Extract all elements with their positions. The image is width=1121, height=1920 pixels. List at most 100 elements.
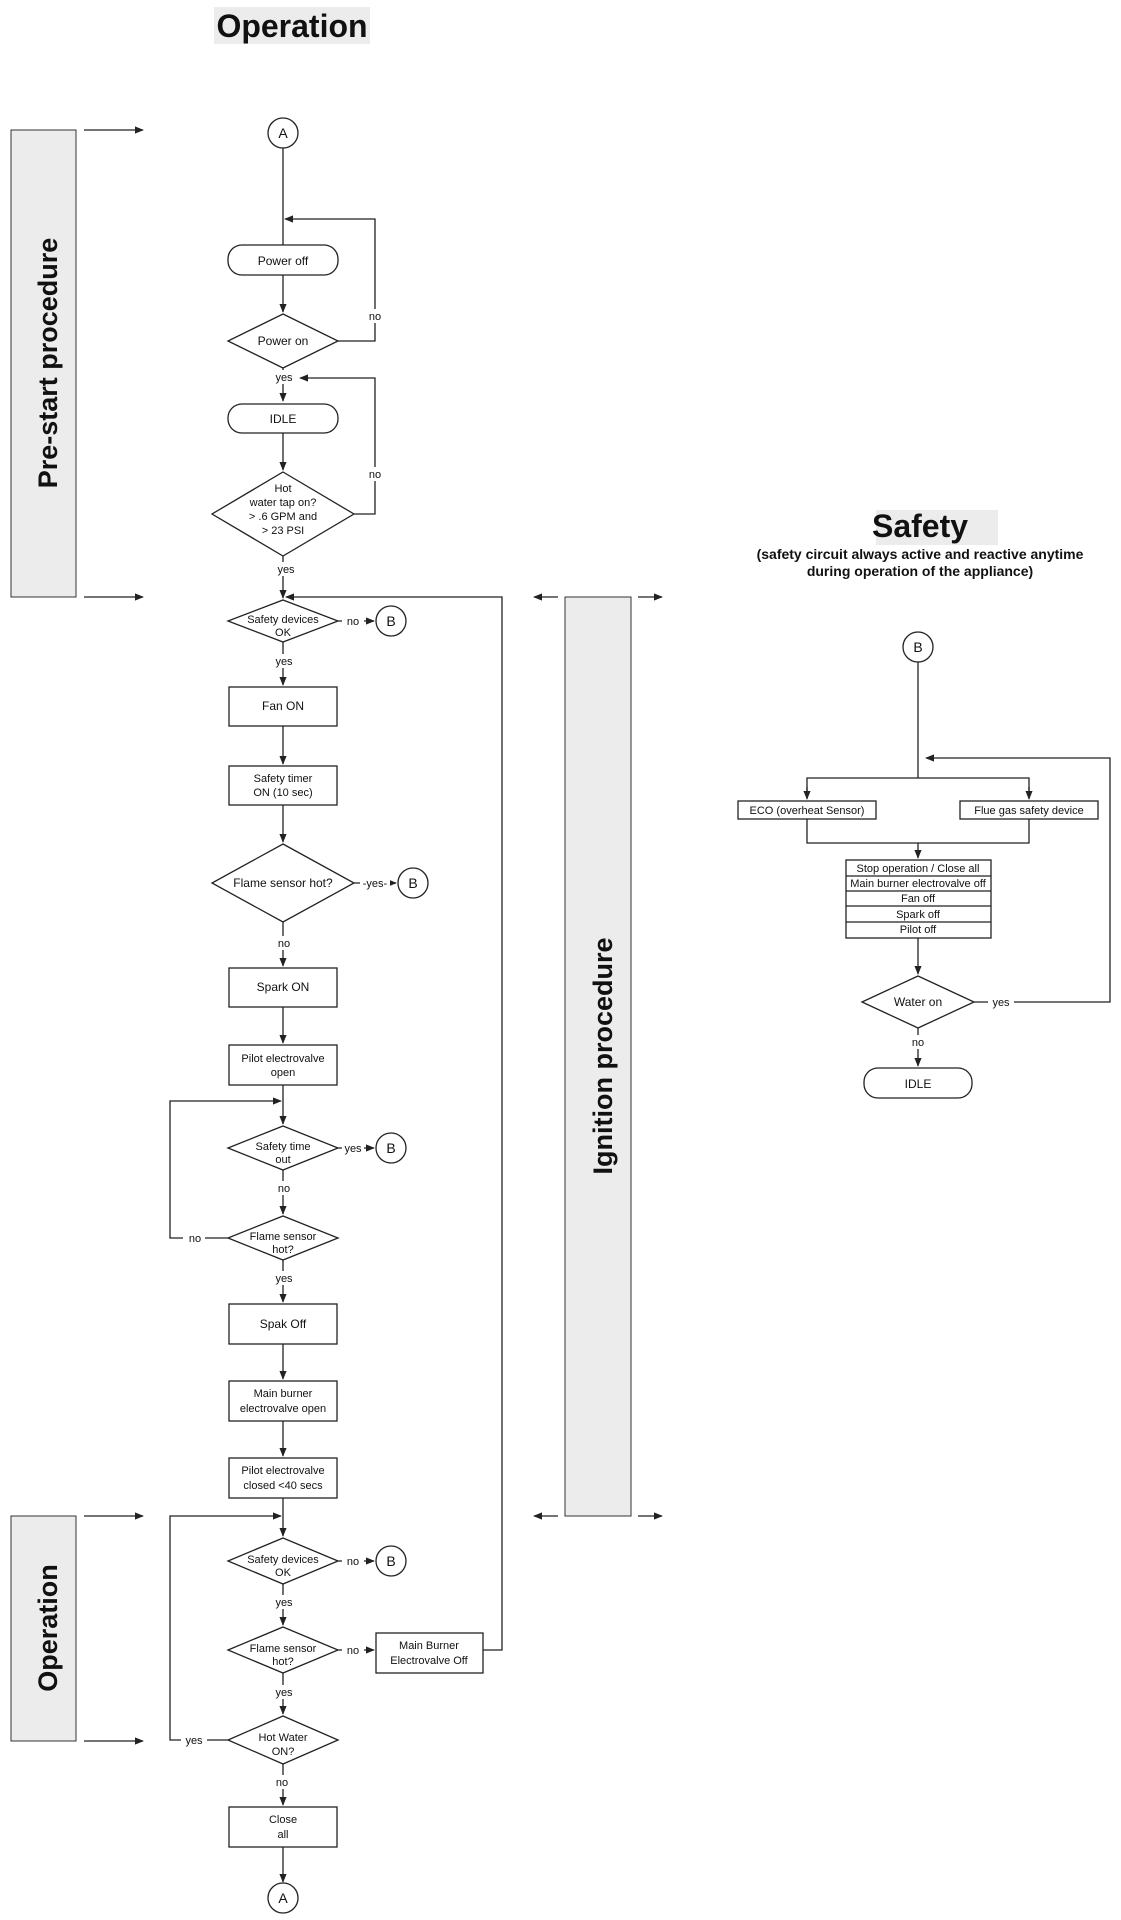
node-flame-sensor-3: Flame sensor hot?: [226, 1626, 340, 1674]
svg-text:Pilot electrovalve: Pilot electrovalve: [241, 1465, 324, 1477]
node-safety-devices-2: Safety devices OK: [226, 1537, 340, 1585]
label-yes-flame-3: yes: [275, 1687, 293, 1699]
band-ignition: Ignition procedure: [533, 593, 663, 1520]
node-spark-off: Spak Off: [228, 1303, 338, 1345]
label-yes-timeout: yes: [344, 1143, 362, 1155]
node-spark-on: Spark ON: [228, 967, 338, 1008]
node-flame-sensor-1: Flame sensor hot?: [210, 843, 356, 923]
node-stop-list: Stop operation / Close all Main burner e…: [845, 859, 992, 939]
node-safety-idle: IDLE: [863, 1067, 973, 1099]
node-safety-timer: Safety timer ON (10 sec): [228, 765, 338, 806]
label-no-safety-2: no: [347, 1556, 359, 1568]
band-operation: Operation: [10, 1512, 144, 1745]
node-fan-on: Fan ON: [228, 686, 338, 727]
safety-title-background: [876, 510, 998, 545]
svg-text:Safety timer: Safety timer: [254, 773, 313, 785]
svg-text:Electrovalve Off: Electrovalve Off: [390, 1655, 468, 1667]
safety-subtitle-line-2: during operation of the appliance): [807, 563, 1033, 579]
svg-text:Safety devices: Safety devices: [247, 1554, 319, 1566]
connector-b-safety-1: B: [375, 605, 407, 637]
node-pilot-closed: Pilot electrovalve closed <40 secs: [228, 1457, 338, 1499]
band-ignition-label: Ignition procedure: [588, 937, 618, 1174]
label-no-hot-tap: no: [369, 469, 381, 481]
svg-text:Flame sensor hot?: Flame sensor hot?: [233, 876, 333, 890]
label-no-water-on: no: [912, 1037, 924, 1049]
svg-text:Main burner: Main burner: [254, 1388, 313, 1400]
edge-power-on-no-loop: [284, 215, 376, 342]
node-water-on: Water on: [860, 975, 976, 1029]
svg-text:ON (10 sec): ON (10 sec): [253, 787, 312, 799]
svg-text:> 23 PSI: > 23 PSI: [262, 525, 305, 537]
label-yes-hot-water: yes: [185, 1735, 203, 1747]
svg-text:B: B: [386, 1553, 395, 1569]
edge-water-yes-loop: [925, 754, 1111, 1003]
svg-text:hot?: hot?: [272, 1656, 293, 1668]
svg-text:Spak Off: Spak Off: [260, 1317, 307, 1331]
node-hot-water-on: Hot Water ON?: [226, 1715, 340, 1765]
label-no-power-on: no: [369, 311, 381, 323]
edge-flame-2-no-loop: [169, 1097, 282, 1239]
connector-b-flame-1: B: [397, 867, 429, 899]
edge-split-top: [806, 777, 1030, 792]
svg-text:closed <40 secs: closed <40 secs: [243, 1480, 323, 1492]
svg-text:water tap on?: water tap on?: [249, 497, 317, 509]
stop-list-item: Pilot off: [900, 924, 937, 936]
svg-text:open: open: [271, 1067, 295, 1079]
connector-b-timeout: B: [375, 1132, 407, 1164]
node-idle: IDLE: [227, 403, 339, 434]
svg-text:Safety devices: Safety devices: [247, 614, 319, 626]
svg-text:Flame sensor: Flame sensor: [250, 1643, 317, 1655]
node-power-on: Power on: [226, 313, 340, 369]
svg-text:Flame sensor: Flame sensor: [250, 1231, 317, 1243]
label-yes-flame-1: -yes-: [363, 878, 388, 890]
svg-text:ECO (overheat Sensor): ECO (overheat Sensor): [750, 805, 865, 817]
band-operation-label: Operation: [33, 1564, 63, 1692]
svg-text:OK: OK: [275, 1567, 292, 1579]
node-close-all: Close all: [228, 1806, 338, 1848]
svg-text:B: B: [913, 639, 922, 655]
label-yes-safety-2: yes: [275, 1597, 293, 1609]
label-yes-flame-2: yes: [275, 1273, 293, 1285]
svg-text:Flue gas safety device: Flue gas safety device: [974, 805, 1083, 817]
svg-text:Power on: Power on: [258, 334, 309, 348]
label-yes-safety-1: yes: [275, 656, 293, 668]
label-no-hot-water: no: [276, 1777, 288, 1789]
svg-text:Fan ON: Fan ON: [262, 699, 304, 713]
node-eco-sensor: ECO (overheat Sensor): [737, 800, 877, 820]
band-prestart: Pre-start procedure: [10, 126, 144, 601]
node-power-off: Power off: [227, 244, 339, 276]
svg-text:B: B: [408, 875, 417, 891]
connector-a-bottom: A: [267, 1882, 299, 1914]
connector-b-safety-2: B: [375, 1545, 407, 1577]
node-flue-gas-device: Flue gas safety device: [959, 800, 1099, 820]
svg-text:all: all: [277, 1829, 288, 1841]
svg-text:B: B: [386, 613, 395, 629]
svg-text:B: B: [386, 1140, 395, 1156]
svg-text:ON?: ON?: [272, 1746, 295, 1758]
svg-text:Pilot electrovalve: Pilot electrovalve: [241, 1053, 324, 1065]
edge-hot-tap-no-loop: [299, 374, 376, 515]
stop-list-item: Main burner electrovalve off: [850, 878, 986, 890]
label-no-safety-1: no: [347, 616, 359, 628]
svg-text:Main Burner: Main Burner: [399, 1640, 459, 1652]
node-safety-devices-1: Safety devices OK: [226, 599, 340, 643]
label-no-flame-1: no: [278, 938, 290, 950]
label-yes-hot-tap: yes: [277, 564, 295, 576]
svg-text:hot?: hot?: [272, 1244, 293, 1256]
svg-text:out: out: [275, 1154, 290, 1166]
node-main-burner-open: Main burner electrovalve open: [228, 1380, 338, 1422]
svg-text:> .6 GPM and: > .6 GPM and: [249, 511, 317, 523]
label-no-flame-2: no: [189, 1233, 201, 1245]
svg-text:Hot: Hot: [274, 483, 291, 495]
stop-list-item: Fan off: [901, 893, 936, 905]
stop-list-item: Spark off: [896, 909, 941, 921]
stop-list-item: Stop operation / Close all: [857, 863, 980, 875]
node-safety-timeout: Safety time out: [226, 1125, 340, 1171]
svg-text:Close: Close: [269, 1814, 297, 1826]
label-yes-power-on: yes: [275, 372, 293, 384]
svg-text:Safety time: Safety time: [255, 1141, 310, 1153]
svg-text:Water on: Water on: [894, 995, 942, 1009]
node-pilot-open: Pilot electrovalve open: [228, 1044, 338, 1086]
label-yes-water-on: yes: [992, 997, 1010, 1009]
